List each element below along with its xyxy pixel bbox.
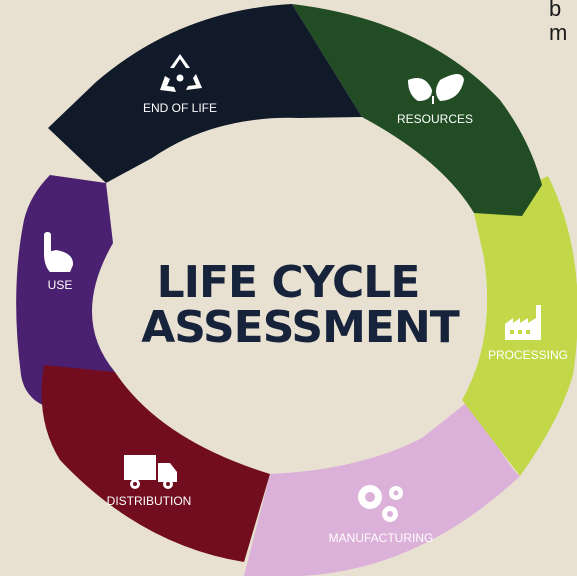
factory-icon: [505, 305, 541, 340]
label-distribution: DISTRIBUTION: [107, 494, 192, 508]
label-processing: PROCESSING: [488, 348, 568, 362]
segment-manufacturing: [244, 400, 520, 576]
title-line1: LIFE CYCLE: [157, 257, 420, 308]
recycle-icon: [160, 54, 202, 92]
segment-use: [16, 175, 115, 408]
truck-icon: [124, 455, 177, 489]
label-use: USE: [48, 278, 73, 292]
corner-text-line1: b: [549, 0, 562, 21]
segment-end-of-life: [48, 4, 362, 183]
pointing-hand-icon: [44, 232, 74, 272]
label-manufacturing: MANUFACTURING: [329, 531, 434, 545]
gears-icon: [358, 485, 403, 522]
label-end-of-life: END OF LIFE: [143, 101, 217, 115]
segment-resources: [292, 4, 542, 216]
title-line2: ASSESSMENT: [141, 302, 460, 353]
leaves-icon: [408, 74, 464, 104]
corner-text-line2: m: [549, 20, 568, 45]
label-resources: RESOURCES: [397, 112, 473, 126]
